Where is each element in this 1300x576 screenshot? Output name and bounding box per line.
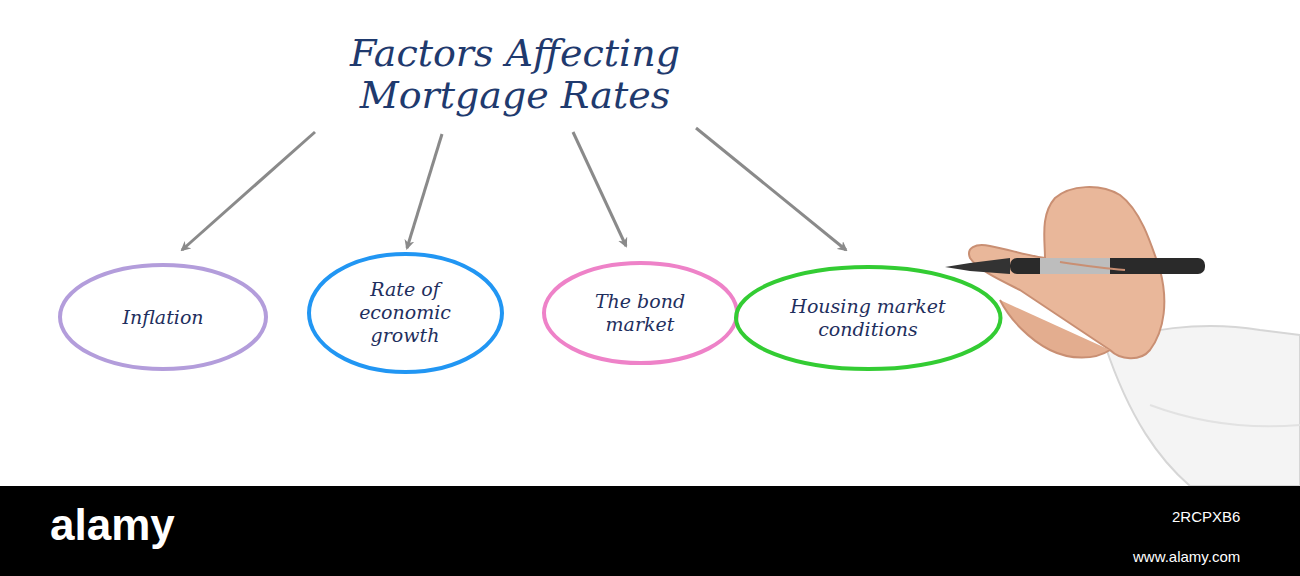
pen-cone bbox=[945, 258, 1010, 274]
arrow bbox=[573, 132, 626, 246]
factor-label: Inflation bbox=[122, 306, 203, 329]
ellipse-stroke bbox=[544, 263, 737, 363]
factor-label: Housing market conditions bbox=[776, 295, 961, 341]
factor-ellipse: The bond market bbox=[541, 260, 740, 366]
watermark-text: alamy bbox=[50, 500, 175, 550]
factor-ellipse: Inflation bbox=[57, 262, 269, 372]
ellipse-stroke bbox=[60, 265, 266, 369]
watermark-bar bbox=[0, 486, 1300, 576]
pen-barrel bbox=[1010, 258, 1205, 274]
ellipse-stroke bbox=[309, 254, 502, 372]
factor-label: The bond market bbox=[575, 290, 705, 336]
factor-ellipse: Rate of economic growth bbox=[306, 251, 505, 375]
factor-ellipse: Housing market conditions bbox=[733, 264, 1004, 372]
arrow bbox=[407, 134, 442, 248]
arrow bbox=[182, 132, 315, 250]
ellipse-stroke bbox=[736, 267, 1001, 369]
sleeve-fold bbox=[1150, 405, 1300, 426]
thumb bbox=[1000, 300, 1110, 358]
hand-illustration bbox=[945, 187, 1300, 486]
finger-line bbox=[1060, 262, 1125, 270]
title-arrows bbox=[182, 128, 846, 250]
factor-label: Rate of economic growth bbox=[340, 278, 470, 347]
diagram-title: Factors Affecting Mortgage Rates bbox=[275, 32, 755, 116]
pen-grip bbox=[1040, 258, 1110, 274]
watermark-text: www.alamy.com bbox=[1133, 548, 1240, 565]
watermark-text: 2RCPXB6 bbox=[1172, 508, 1240, 525]
arrow bbox=[696, 128, 846, 250]
